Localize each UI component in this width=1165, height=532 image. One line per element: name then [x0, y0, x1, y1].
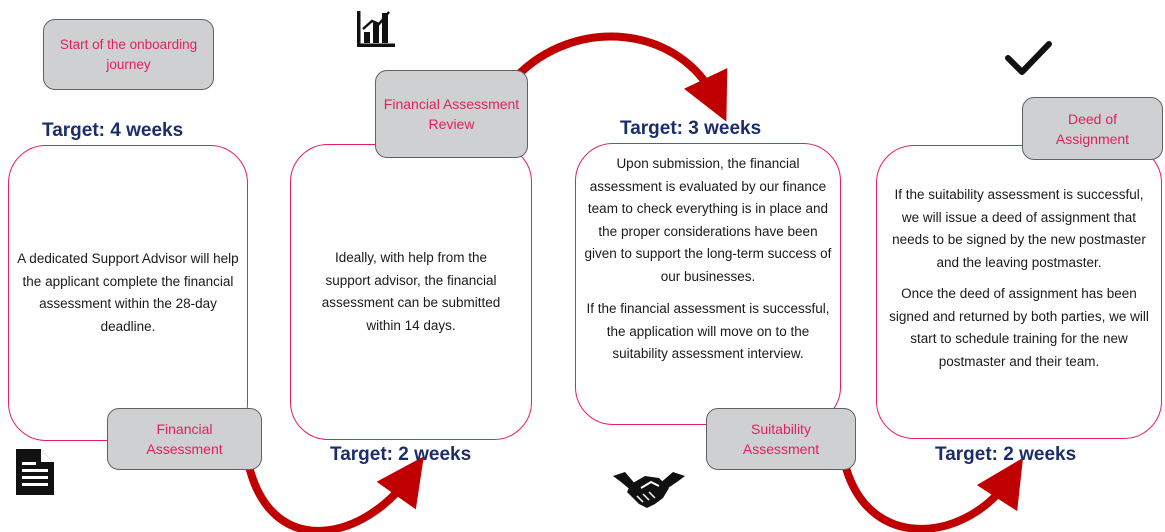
step3-description-box: Upon submission, the financial assessmen… [575, 143, 841, 425]
financial-assessment-box: Financial Assessment [107, 408, 262, 470]
target-step4: Target: 2 weeks [935, 444, 1077, 465]
arrow-3 [842, 457, 1024, 532]
financial-assessment-label: Financial Assessment [146, 421, 223, 457]
step4-description-box: If the suitability assessment is success… [876, 145, 1162, 439]
step4-description-p2: Once the deed of assignment has been sig… [889, 286, 1149, 369]
target-step2: Target: 2 weeks [330, 444, 472, 465]
start-label-box: Start of the onboarding journey [43, 19, 214, 90]
arrow-1 [246, 456, 424, 532]
arrow-2 [511, 32, 728, 122]
start-label: Start of the onboarding journey [59, 36, 198, 72]
step2-description-box: Ideally, with help from the support advi… [290, 144, 532, 440]
document-icon [16, 449, 54, 495]
chart-icon [357, 11, 395, 47]
checkmark-icon [1005, 41, 1052, 75]
financial-assessment-review-label: Financial Assessment Review [383, 96, 520, 132]
step4-description-p1: If the suitability assessment is success… [892, 187, 1146, 270]
step2-description: Ideally, with help from the support advi… [321, 250, 501, 333]
step3-description-p1: Upon submission, the financial assessmen… [584, 156, 832, 284]
deed-of-assignment-label: Deed of Assignment [1055, 110, 1130, 147]
step1-description: A dedicated Support Advisor will help th… [17, 251, 239, 334]
step3-description-p2: If the financial assessment is successfu… [586, 301, 830, 361]
financial-assessment-review-box: Financial Assessment Review [375, 70, 528, 158]
step1-description-box: A dedicated Support Advisor will help th… [8, 145, 248, 441]
target-step1: Target: 4 weeks [42, 120, 184, 141]
suitability-assessment-box: Suitability Assessment [706, 408, 856, 470]
suitability-assessment-label: Suitability Assessment [742, 421, 820, 457]
deed-of-assignment-box: Deed of Assignment [1022, 97, 1163, 160]
handshake-icon [613, 472, 685, 508]
target-step3: Target: 3 weeks [620, 118, 762, 139]
